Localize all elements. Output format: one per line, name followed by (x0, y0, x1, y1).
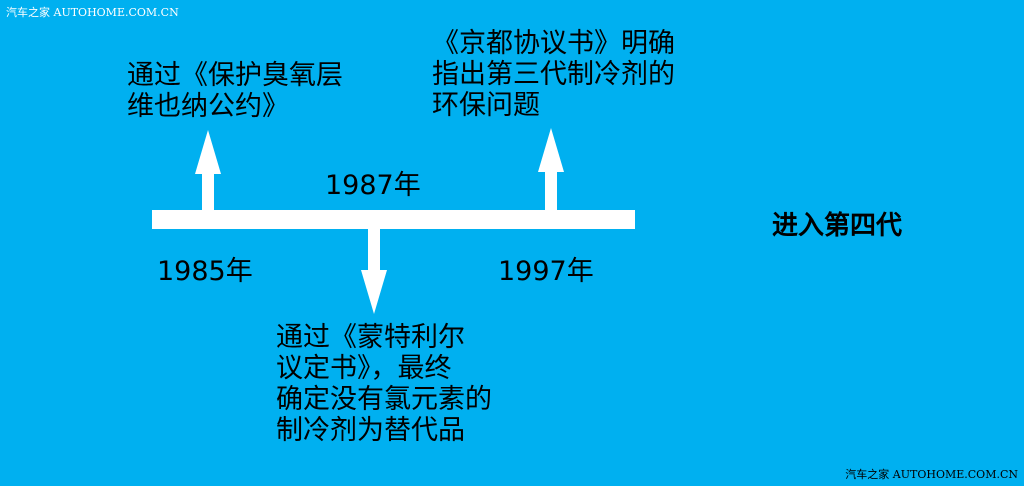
event-1987-line: 议定书》，最终 (276, 353, 452, 384)
next-stage-label: 进入第四代 (772, 211, 903, 241)
event-1987-line: 通过《蒙特利尔 (276, 322, 465, 353)
event-1987-line: 确定没有氯元素的 (276, 384, 492, 415)
event-1987-line: 制冷剂为替代品 (276, 415, 465, 446)
arrow-1985-shaft (202, 170, 214, 212)
event-1997-line: 《京都协议书》明确 (432, 28, 675, 59)
arrow-1997-head-icon (538, 128, 564, 172)
timeline-bar (152, 210, 635, 229)
event-1985-line: 维也纳公约》 (127, 91, 289, 122)
arrow-1987-head-icon (361, 270, 387, 314)
year-1997: 1997年 (498, 256, 594, 287)
arrow-1987-shaft (368, 227, 380, 272)
year-1985: 1985年 (157, 256, 253, 287)
watermark-top: 汽车之家 AUTOHOME.COM.CN (6, 6, 179, 19)
watermark-bottom: 汽车之家 AUTOHOME.COM.CN (845, 468, 1018, 481)
event-1997-line: 指出第三代制冷剂的 (432, 59, 675, 90)
arrow-1985-head-icon (195, 130, 221, 174)
event-1985-line: 通过《保护臭氧层 (127, 60, 343, 91)
year-1987: 1987年 (325, 170, 421, 201)
event-1985: 通过《保护臭氧层 维也纳公约》 (127, 60, 343, 122)
event-1997-line: 环保问题 (432, 90, 540, 121)
event-1997: 《京都协议书》明确 指出第三代制冷剂的 环保问题 (432, 28, 675, 121)
event-1987: 通过《蒙特利尔 议定书》，最终 确定没有氯元素的 制冷剂为替代品 (276, 322, 492, 446)
arrow-1997-shaft (545, 170, 557, 212)
